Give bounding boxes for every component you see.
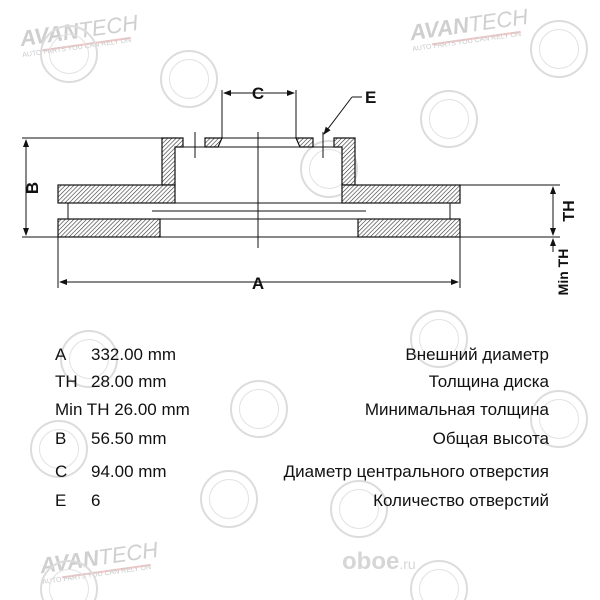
rotor-plate-lower-right bbox=[357, 218, 461, 238]
spec-row: E 6 Количество отверстий bbox=[55, 491, 549, 515]
spec-code-value: Min TH 26.00 mm bbox=[55, 400, 190, 419]
spec-value: 56.50 mm bbox=[91, 429, 167, 448]
rotor-plate-lower-left bbox=[57, 218, 161, 238]
hub-flange-left bbox=[204, 137, 223, 148]
spec-value: 6 bbox=[91, 491, 101, 510]
spec-value: 28.00 mm bbox=[91, 372, 167, 391]
spec-description: Толщина диска bbox=[428, 372, 549, 391]
spec-code: TH bbox=[55, 372, 78, 391]
spec-description: Общая высота bbox=[432, 429, 549, 448]
spec-value: 332.00 mm bbox=[91, 345, 177, 364]
spec-description: Количество отверстий bbox=[373, 491, 549, 510]
spec-code: C bbox=[55, 462, 68, 481]
label-th: TH bbox=[561, 200, 578, 221]
spec-row: C 94.00 mm Диаметр центрального отверстия bbox=[55, 462, 549, 486]
hub-section-right bbox=[333, 137, 356, 186]
label-a: A bbox=[252, 274, 264, 293]
spec-row: A 332.00 mm Внешний диаметр bbox=[55, 345, 549, 369]
label-c: C bbox=[252, 84, 264, 103]
spec-row: B 56.50 mm Общая высота bbox=[55, 429, 549, 453]
rotor-plate-upper-left bbox=[57, 184, 176, 204]
rotor-plate-upper-right bbox=[341, 184, 461, 204]
spec-code: B bbox=[55, 429, 67, 448]
label-e: E bbox=[365, 88, 376, 107]
label-min-th: Min TH bbox=[555, 249, 571, 296]
hub-section-left bbox=[161, 137, 184, 186]
site-watermark: oboe.ru bbox=[342, 548, 416, 575]
spec-row: TH 28.00 mm Толщина диска bbox=[55, 372, 549, 396]
spec-code: E bbox=[55, 491, 67, 510]
spec-description: Минимальная толщина bbox=[364, 400, 549, 419]
spec-code: A bbox=[55, 345, 67, 364]
spec-value: 94.00 mm bbox=[91, 462, 167, 481]
hub-flange-right bbox=[295, 137, 314, 148]
label-b: B bbox=[23, 182, 42, 194]
spec-description: Диаметр центрального отверстия bbox=[283, 462, 549, 481]
spec-description: Внешний диаметр bbox=[405, 345, 549, 364]
spec-row: Min TH 26.00 mm Минимальная толщина bbox=[55, 400, 549, 424]
e-leader-line bbox=[323, 96, 353, 135]
